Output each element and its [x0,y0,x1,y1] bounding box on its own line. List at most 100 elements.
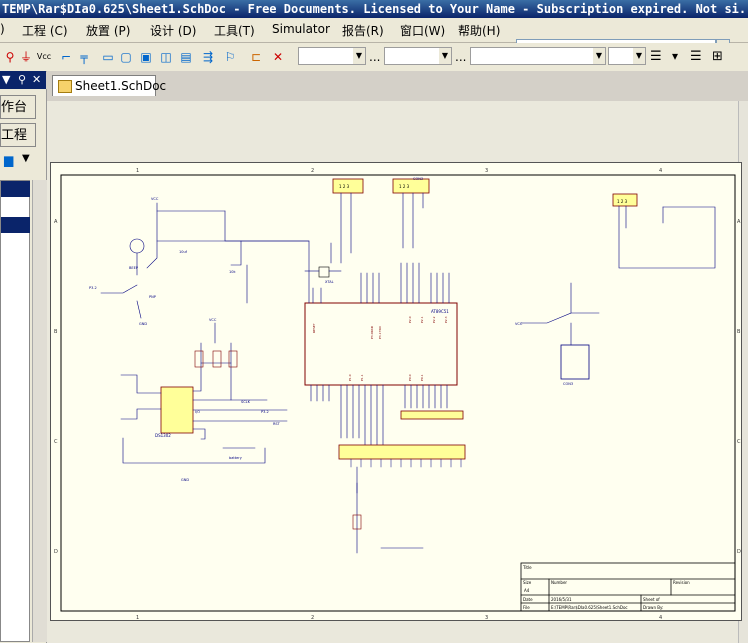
chevron-down-icon[interactable]: ▼ [22,153,30,164]
align-icon[interactable]: ☰ [650,49,662,64]
component-icon[interactable]: ▣ [140,50,152,64]
svg-text:4: 4 [659,615,662,621]
svg-text:2: 2 [311,615,314,621]
svg-text:4: 4 [659,168,662,174]
svg-text:Size: Size [523,580,532,585]
svg-text:3: 3 [485,615,488,621]
close-icon[interactable]: ✕ [272,50,284,64]
menu-item-project[interactable]: 工程 (C) [22,24,68,38]
svg-text:GND: GND [181,478,189,482]
vcc-icon[interactable]: Vcc [36,52,52,61]
wire-icon[interactable]: ⌐ [60,50,72,64]
svg-text:P1.1: P1.1 [360,374,364,381]
sheet-border [60,174,736,612]
port-icon[interactable]: ▢ [120,50,132,64]
svg-text:P0.0: P0.0 [408,374,412,381]
menu-item-view[interactable]: ) [0,22,5,36]
svg-text:P3.2: P3.2 [89,286,97,290]
menu-item-simulator[interactable]: Simulator [272,22,330,36]
panel-scrollbar[interactable] [32,180,47,642]
svg-text:A4: A4 [524,588,530,593]
list-icon[interactable]: ☰ [690,49,702,64]
tab-strip [47,71,748,101]
svg-text:RST: RST [273,422,281,426]
harness-icon[interactable]: ⇶ [202,50,214,64]
svg-text:3: 3 [485,168,488,174]
project-button[interactable]: 工程 [0,123,36,147]
svg-text:B: B [54,329,58,335]
schematic-sheet[interactable]: 1 2 3 4 1 2 3 4 A B C D A B C D Title Si… [50,162,742,621]
svg-text:PNP: PNP [149,295,156,299]
connector-j3: 1 2 3 [612,193,716,269]
toolbar-combo-2[interactable]: ▼ [384,47,452,65]
resistor-packs [194,350,238,368]
buzzer-circuit [100,202,310,319]
svg-text:2016/5/31: 2016/5/31 [551,597,572,602]
title-block-text: Title Size A4 Number Revision Date 2016/… [522,565,690,610]
menu-item-reports[interactable]: 报告(R) [342,24,384,38]
svg-text:CON3: CON3 [413,177,423,181]
svg-text:10k: 10k [229,270,236,274]
crystal [304,242,342,278]
svg-text:battery: battery [229,456,242,460]
svg-text:DS1302: DS1302 [155,433,171,438]
list-item[interactable] [1,217,30,233]
svg-text:CON3: CON3 [563,382,573,386]
tab-sheet1[interactable]: Sheet1.SchDoc [52,75,166,96]
ground-icon[interactable]: ⏚ [19,50,32,64]
zone-markers: 1 2 3 4 1 2 3 4 A B C D A B C D [54,168,741,621]
svg-text:P3.2: P3.2 [261,410,269,414]
led-header [338,410,466,468]
toolbar-combo-1[interactable]: ▼ [298,47,366,65]
schematic-doc-icon [58,80,72,93]
svg-text:XTAL: XTAL [325,280,334,284]
menu-item-tools[interactable]: 工具(T) [214,24,255,38]
title-block [520,562,736,612]
svg-text:AT89C51: AT89C51 [431,309,449,314]
project-tree[interactable] [0,180,30,642]
svg-text:A: A [54,219,58,225]
svg-text:File: File [523,605,530,610]
net-label-icon[interactable]: ▭ [102,50,114,64]
svg-text:P2.0: P2.0 [408,316,412,323]
sheet-icon[interactable]: ◫ [160,50,172,64]
bus-icon[interactable]: ╤ [80,50,88,64]
toolbar-combo-4[interactable]: ▼ [608,47,646,65]
menu-item-help[interactable]: 帮助(H) [458,24,501,38]
svg-text:Drawn By:: Drawn By: [643,605,663,610]
menu-item-window[interactable]: 窗口(W) [400,24,446,38]
connector-j2: 1 2 3 CON3 [392,177,430,249]
chevron-down-icon[interactable]: ▼ [2,73,11,86]
svg-text:C: C [54,439,58,445]
buzzer-labels: BEEP PNP P3.2 10uf 10k VCC GND [89,197,236,326]
close-icon[interactable]: ✕ [32,73,42,86]
pin-icon[interactable]: ⚲ [18,73,27,86]
grid-icon[interactable]: ⊞ [712,49,723,64]
list-item[interactable] [1,181,30,197]
svg-text:1 2 3: 1 2 3 [617,199,628,204]
menu-item-place[interactable]: 放置 (P) [86,24,131,38]
svg-text:P2.3: P2.3 [444,316,448,323]
svg-text:P1.0: P1.0 [348,374,352,381]
workspace-button[interactable]: 作台 [0,95,36,119]
toolbar-combo-3[interactable]: ▼ [470,47,606,65]
pin-icon[interactable]: ⚲ [5,50,15,64]
svg-text:10uf: 10uf [179,250,188,254]
chevron-down-icon[interactable]: ▾ [672,49,679,63]
combo-separator: ... [455,50,467,64]
svg-text:P0.1: P0.1 [420,374,424,381]
svg-text:A: A [737,219,741,225]
svg-text:VCC: VCC [151,197,159,201]
mcu-at89c51: AT89C51 RESET P3.0RXD P3.1TXD P2.0 P [304,262,458,449]
menu-item-design[interactable]: 设计 (D) [150,24,197,38]
sheet-entry-icon[interactable]: ▤ [180,50,192,64]
folder-icon[interactable]: ▆ [4,153,14,167]
panel-header: ▼ ⚲ ✕ [0,71,46,89]
no-erc-icon[interactable]: ⊏ [250,50,262,64]
svg-text:1 2 3: 1 2 3 [399,184,410,189]
directive-icon[interactable]: ⚐ [224,50,236,64]
svg-text:C: C [737,439,741,445]
svg-text:Revision: Revision [673,580,690,585]
svg-text:D: D [54,549,58,555]
pot-circuit [352,466,424,554]
